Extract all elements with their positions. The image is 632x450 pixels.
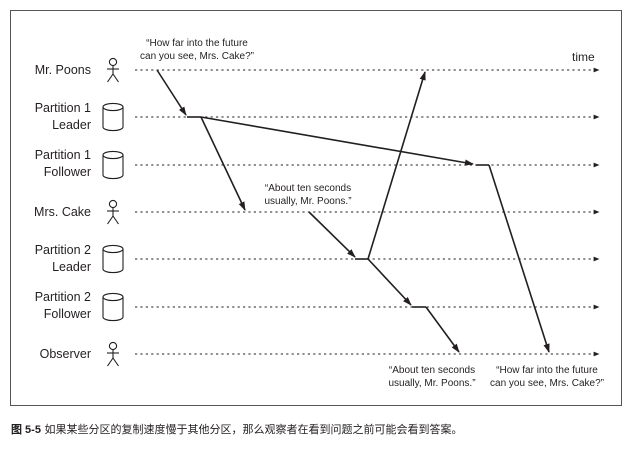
quote-cake-answer-line2: usually, Mr. Poons.” xyxy=(264,196,351,207)
figure-frame: time Mr. Poons Partition 1 Leader Partit… xyxy=(10,10,622,406)
lane-label-mrs-cake: Mrs. Cake xyxy=(34,205,91,219)
lane-label-observer: Observer xyxy=(40,347,91,361)
timelines xyxy=(135,67,600,357)
figure-caption: 图 5-5 如果某些分区的复制速度慢于其他分区，那么观察者在看到问题之前可能会看… xyxy=(11,421,623,437)
quote-cake-answer-line1: “About ten seconds xyxy=(265,183,351,194)
arrow-p1-leader-to-mrs-cake xyxy=(200,116,246,211)
person-icon xyxy=(107,341,119,367)
arrow-mrs-cake-write-to-p2-leader xyxy=(308,211,356,258)
time-axis-label: time xyxy=(572,50,595,64)
quote-observer-answer-line2: usually, Mr. Poons.” xyxy=(388,378,475,389)
figure-label: 图 5-5 xyxy=(11,424,41,436)
caption-text: 如果某些分区的复制速度慢于其他分区，那么观察者在看到问题之前可能会看到答案。 xyxy=(40,423,463,436)
database-icon xyxy=(102,292,124,322)
consistent-prefix-diagram: time Mr. Poons Partition 1 Leader Partit… xyxy=(34,38,604,389)
database-icon xyxy=(102,150,124,180)
arrow-p1-follower-to-observer xyxy=(488,164,550,353)
arrow-p2-follower-to-observer xyxy=(425,306,460,353)
arrow-p1-leader-replicate-to-follower xyxy=(200,116,474,166)
quote-poons-question-line2: can you see, Mrs. Cake?” xyxy=(140,51,254,62)
lane-label-p2-follower-role: Follower xyxy=(44,307,91,321)
arrow-p2-leader-replicate-to-follower xyxy=(367,258,412,306)
quote-observer-answer-line1: “About ten seconds xyxy=(389,365,475,376)
lane-label-p1-follower-role: Follower xyxy=(44,165,91,179)
lane-label-p1-follower: Partition 1 xyxy=(35,148,91,162)
quote-poons-question-line1: “How far into the future xyxy=(146,38,248,49)
lane-label-p1-leader: Partition 1 xyxy=(35,101,91,115)
database-icon xyxy=(102,102,124,132)
lane-labels: Mr. Poons Partition 1 Leader Partition 1… xyxy=(34,63,91,361)
quote-observer-question-line1: “How far into the future xyxy=(496,365,598,376)
lane-label-p2-leader-role: Leader xyxy=(52,260,91,274)
arrow-p2-leader-to-mr-poons xyxy=(367,71,426,260)
lane-label-p2-follower: Partition 2 xyxy=(35,290,91,304)
quote-observer-question-line2: can you see, Mrs. Cake?” xyxy=(490,378,604,389)
lane-label-p2-leader: Partition 2 xyxy=(35,243,91,257)
person-icon xyxy=(107,57,119,83)
person-icon xyxy=(107,199,119,225)
lane-label-mr-poons: Mr. Poons xyxy=(35,63,91,77)
lane-label-p1-leader-role: Leader xyxy=(52,118,91,132)
database-icon xyxy=(102,244,124,274)
arrow-poons-write-to-p1-leader xyxy=(156,69,187,116)
